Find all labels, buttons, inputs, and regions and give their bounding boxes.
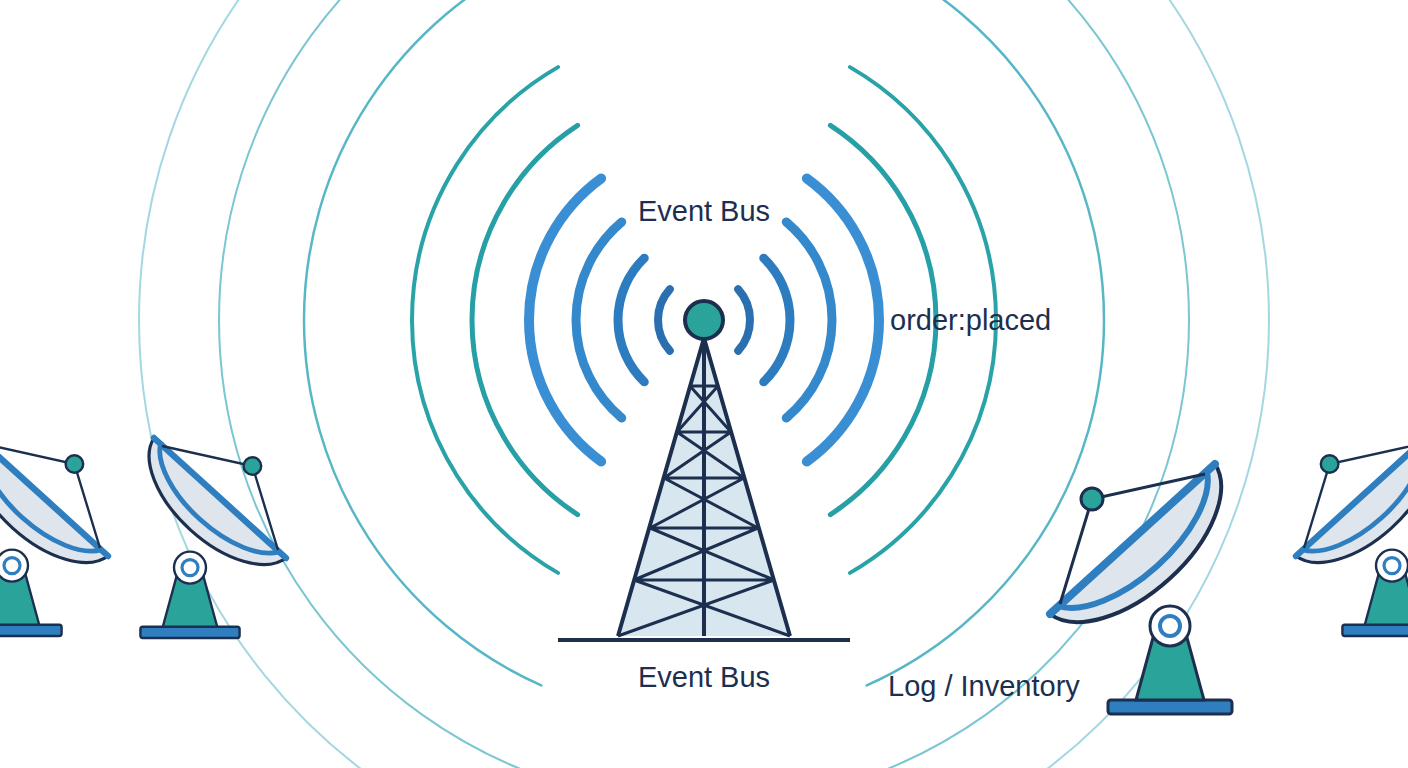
text-label: Event Bus <box>638 662 770 694</box>
signal-wave <box>867 0 1104 685</box>
signal-wave <box>807 178 879 461</box>
signal-wave <box>304 0 541 685</box>
signal-wave <box>738 289 750 351</box>
satellite-dishes <box>0 436 1408 714</box>
text-label: Log / Inventory <box>888 671 1080 703</box>
signal-wave <box>618 258 644 382</box>
signal-wave <box>821 0 1269 768</box>
signal-wave <box>219 0 554 768</box>
signal-wave <box>139 0 587 768</box>
signal-wave <box>786 222 832 418</box>
signal-wave <box>764 258 790 382</box>
signal-wave <box>412 67 558 573</box>
signal-wave <box>472 125 578 514</box>
signal-wave <box>658 289 670 351</box>
signal-wave <box>529 178 601 461</box>
text-label: Event Bus <box>638 196 770 228</box>
tower <box>558 301 850 640</box>
signal-wave <box>854 0 1189 768</box>
text-label: order:placed <box>890 305 1051 337</box>
signal-waves <box>139 0 1269 768</box>
signal-wave <box>576 222 622 418</box>
